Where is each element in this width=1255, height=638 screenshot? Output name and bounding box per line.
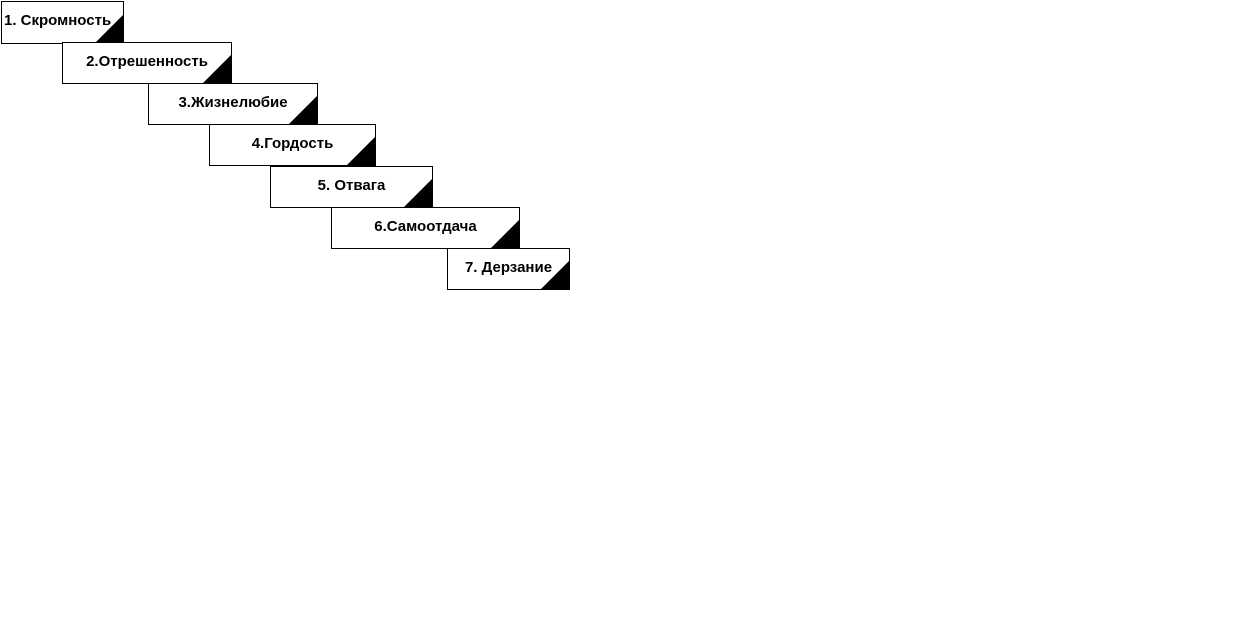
step-box-3: 3.Жизнелюбие	[148, 83, 318, 125]
step-label-6: 6.Самоотдача	[374, 217, 477, 235]
step-corner-3	[289, 96, 317, 124]
step-box-4: 4.Гордость	[209, 124, 376, 166]
step-corner-5	[404, 179, 432, 207]
step-box-6: 6.Самоотдача	[331, 207, 520, 249]
step-corner-4	[347, 137, 375, 165]
step-label-1: 1. Скромность	[4, 12, 112, 29]
step-corner-7	[541, 261, 569, 289]
step-label-4: 4.Гордость	[251, 134, 334, 152]
step-box-5: 5. Отвага	[270, 166, 433, 208]
step-box-2: 2.Отрешенность	[62, 42, 232, 84]
step-label-5: 5. Отвага	[317, 176, 386, 194]
step-corner-1	[95, 15, 123, 43]
step-corner-2	[203, 55, 231, 83]
step-label-2: 2.Отрешенность	[86, 52, 208, 70]
step-label-7: 7. Дерзание	[464, 258, 553, 276]
step-corner-6	[491, 220, 519, 248]
step-box-7: 7. Дерзание	[447, 248, 570, 290]
step-box-1: 1. Скромность	[1, 1, 124, 44]
step-label-3: 3.Жизнелюбие	[178, 93, 288, 111]
